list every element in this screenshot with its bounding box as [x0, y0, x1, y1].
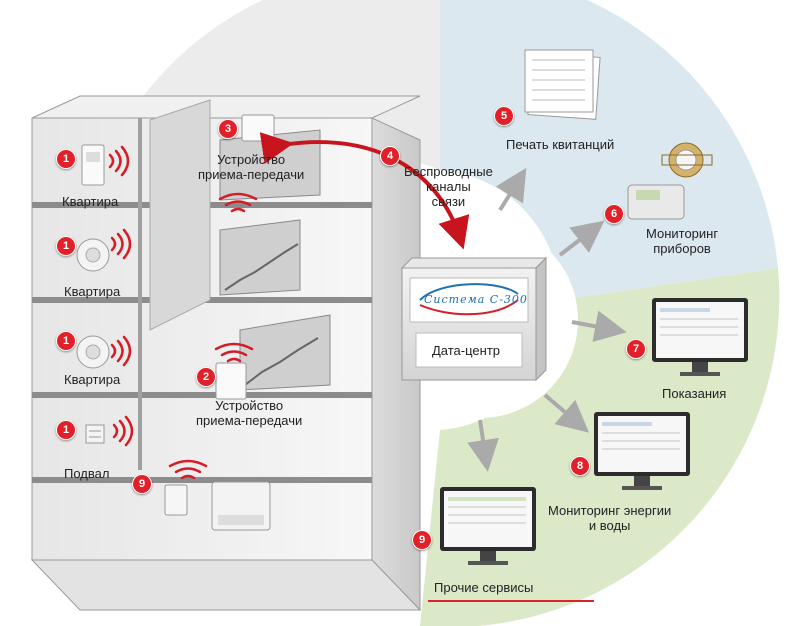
badge-print: 5 — [494, 106, 514, 126]
badge-transceiver-top: 3 — [218, 119, 238, 139]
label-readings: Показания — [662, 386, 727, 401]
label-apartment-2: Квартира — [64, 284, 121, 299]
transceiver-top-device — [241, 114, 275, 142]
label-wireless-channels: Беспроводные каналы связи — [404, 164, 493, 209]
label-other-services: Прочие сервисы — [434, 580, 534, 595]
transceiver-mid-device — [215, 362, 247, 400]
label-monitoring-devices: Мониторинг приборов — [646, 226, 718, 256]
label-wireless-line2: каналы — [426, 179, 471, 194]
badge-basement: 1 — [56, 420, 76, 440]
label-transceiver-top-line2: приема-передачи — [198, 167, 305, 182]
label-transceiver-top: Устройство приема-передачи — [198, 152, 304, 182]
badge-energy: 8 — [570, 456, 590, 476]
label-energy-monitoring: Мониторинг энергии и воды — [548, 503, 671, 533]
badge-monitoring-devices: 6 — [604, 204, 624, 224]
label-wireless-line1: Беспроводные — [404, 164, 493, 179]
monitor-readings-icon — [652, 298, 748, 376]
label-energy-line1: Мониторинг энергии — [548, 503, 672, 518]
wireless-link-arrow — [259, 132, 470, 250]
badge-other-devices: 9 — [132, 474, 152, 494]
monitor-other-icon — [440, 487, 536, 565]
label-apartment-1: Квартира — [62, 194, 119, 209]
badge-apartment-2: 1 — [56, 236, 76, 256]
badge-transceiver-mid: 2 — [196, 367, 216, 387]
datacenter-label: Дата-центр — [432, 343, 501, 358]
label-transceiver-mid-line2: приема-передачи — [196, 413, 303, 428]
meter-controller-icon — [627, 142, 713, 220]
apartment-meter-3 — [76, 335, 110, 369]
apartment-meter-1 — [81, 144, 105, 186]
label-print-receipts: Печать квитанций — [506, 137, 615, 152]
label-transceiver-mid: Устройство приема-передачи — [196, 398, 302, 428]
monitor-energy-icon — [594, 412, 690, 490]
label-apartment-3: Квартира — [64, 372, 121, 387]
other-devices — [164, 481, 271, 531]
label-transceiver-mid-line1: Устройство — [215, 398, 284, 413]
apartment-meter-2 — [76, 238, 110, 272]
badge-other-services: 9 — [412, 530, 432, 550]
label-wireless-line3: связи — [431, 194, 466, 209]
data-center-box — [400, 256, 548, 382]
badge-readings: 7 — [626, 339, 646, 359]
badge-wireless: 4 — [380, 146, 400, 166]
datacenter-logo-text: Система С-300 — [424, 293, 528, 306]
other-services-underline — [428, 600, 594, 602]
label-energy-line2: и воды — [588, 518, 631, 533]
service-arrows — [467, 167, 627, 472]
label-monitoring-line2: приборов — [653, 241, 711, 256]
label-basement: Подвал — [64, 466, 110, 481]
basement-meter — [85, 424, 105, 444]
label-monitoring-line1: Мониторинг — [646, 226, 719, 241]
receipts-icon — [524, 49, 601, 120]
badge-apartment-3: 1 — [56, 331, 76, 351]
wifi-wave-icon — [108, 145, 258, 480]
badge-apartment-1: 1 — [56, 149, 76, 169]
label-transceiver-top-line1: Устройство — [217, 152, 286, 167]
